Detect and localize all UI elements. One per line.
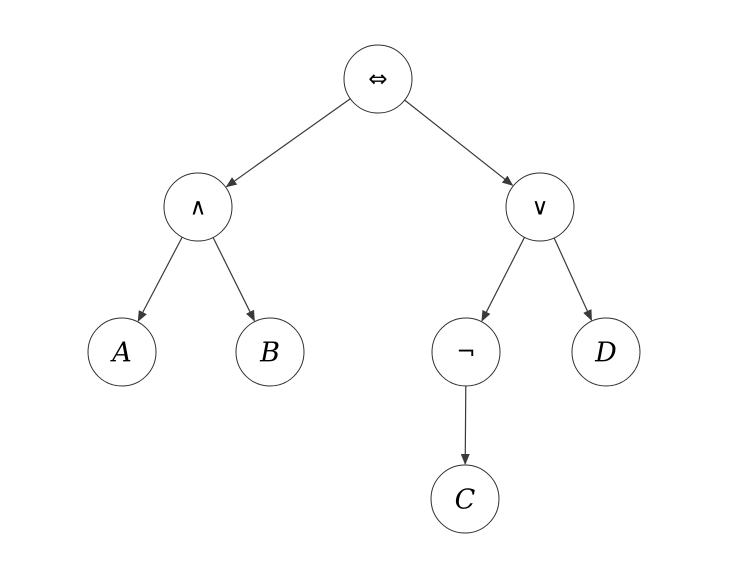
node-C: C [430,464,500,534]
node-D: D [571,317,641,387]
node-iff-label: ⇔ [368,67,387,93]
edge-iff-and [225,98,351,188]
edge-iff-or [404,99,514,186]
node-iff-circle [343,44,413,114]
edge-not-C [460,385,470,465]
node-iff: ⇔ [343,44,413,114]
node-and: ∧ [163,172,233,242]
edge-and-B [212,237,255,322]
edge-or-D [553,237,593,322]
node-and-label: ∧ [190,195,207,221]
node-or-circle [505,172,575,242]
node-D-circle [571,317,641,387]
edge-and-A [137,236,183,322]
node-C-circle [430,464,500,534]
edge-or-not [481,237,526,322]
node-not: ¬ [431,317,501,387]
node-A-label: A [109,337,132,368]
node-and-circle [163,172,233,242]
node-B-label: B [259,337,280,368]
node-not-label: ¬ [456,340,475,366]
node-or: ∨ [505,172,575,242]
node-not-circle [431,317,501,387]
node-C-label: C [455,484,476,515]
node-A-circle [87,317,157,387]
node-B: B [235,317,305,387]
node-D-label: D [594,337,617,368]
node-or-label: ∨ [532,195,549,221]
node-A: A [87,317,157,387]
node-B-circle [235,317,305,387]
